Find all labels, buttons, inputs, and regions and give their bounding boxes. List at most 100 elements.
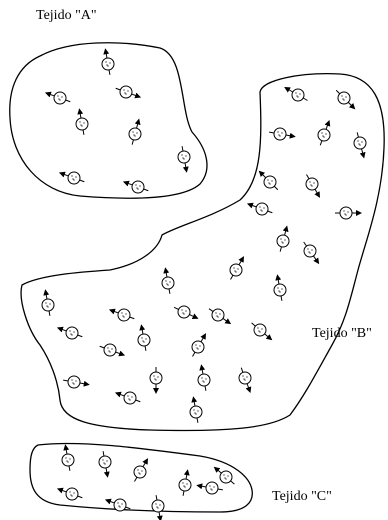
particle-dot xyxy=(259,331,260,332)
particle-dot xyxy=(279,291,280,292)
particle-dot xyxy=(260,209,261,210)
particle xyxy=(304,242,319,263)
spin-particle-icon xyxy=(162,277,174,289)
particle-dot xyxy=(233,267,234,268)
spin-particle-icon xyxy=(76,118,88,130)
spin-particle-icon xyxy=(220,471,232,483)
arrow-icon xyxy=(201,365,203,374)
particle xyxy=(150,367,162,393)
particle-dot xyxy=(156,506,157,507)
particle-dot xyxy=(217,316,218,317)
particle-dot xyxy=(118,505,119,506)
spin-particle-icon xyxy=(62,454,74,466)
particle-dot xyxy=(235,271,236,272)
particle-dot xyxy=(136,132,137,133)
particle-dot xyxy=(106,64,107,65)
particle-dot xyxy=(70,333,71,334)
particle xyxy=(124,181,148,193)
particle-dot xyxy=(308,251,309,252)
particle-dot xyxy=(358,143,359,144)
particle xyxy=(76,109,88,135)
particle-dot xyxy=(73,492,74,493)
arrow-icon xyxy=(116,352,124,355)
arrow-icon xyxy=(105,49,107,58)
particle-dot xyxy=(131,396,132,397)
particle-dot xyxy=(136,187,137,188)
particle xyxy=(116,392,140,404)
particle-dot xyxy=(309,252,310,253)
particle-dot xyxy=(277,131,278,132)
particle xyxy=(285,88,308,102)
particle-dot xyxy=(155,503,156,504)
particle-dot xyxy=(325,133,326,134)
spin-particle-icon xyxy=(230,264,242,276)
particle xyxy=(354,132,366,157)
particle xyxy=(58,488,82,500)
particle-dot xyxy=(357,140,358,141)
particle-dot xyxy=(111,348,112,349)
particle-dot xyxy=(202,380,203,381)
particle-group xyxy=(42,49,366,520)
spin-particle-icon xyxy=(134,466,146,478)
arrow-icon xyxy=(259,171,265,177)
tissue-b-label: Tejido "B" xyxy=(312,326,372,342)
spin-particle-icon xyxy=(150,372,162,384)
particle-dot xyxy=(282,242,283,243)
particle-dot xyxy=(142,340,143,341)
particle-dot xyxy=(58,98,59,99)
particle-dot xyxy=(261,210,262,211)
arrow-icon xyxy=(362,149,364,158)
arrow-icon xyxy=(313,256,318,263)
arrow-icon xyxy=(186,470,188,479)
particle-dot xyxy=(132,131,133,132)
spin-particle-icon xyxy=(129,128,141,140)
particle-dot xyxy=(75,176,76,177)
particle-dot xyxy=(137,188,138,189)
particle-dot xyxy=(128,398,129,399)
particle-dot xyxy=(263,207,264,208)
particle-dot xyxy=(69,330,70,331)
particle-dot xyxy=(121,503,122,504)
spin-particle-icon xyxy=(292,89,304,101)
spin-particle-icon xyxy=(340,207,352,219)
particle-dot xyxy=(65,457,66,458)
particle-dot xyxy=(108,350,109,351)
particle-dot xyxy=(343,99,344,100)
particle xyxy=(215,467,235,484)
spin-particle-icon xyxy=(212,309,224,321)
particle-dot xyxy=(69,491,70,492)
arrow-icon xyxy=(65,445,67,454)
particle-dot xyxy=(125,93,126,94)
arrow-icon xyxy=(58,489,66,492)
particle-dot xyxy=(195,344,196,345)
particle-dot xyxy=(143,341,144,342)
arrow-icon xyxy=(185,163,187,172)
spin-particle-icon xyxy=(318,129,330,141)
particle-dot xyxy=(311,185,312,186)
arrow-icon xyxy=(137,120,139,129)
particle-dot xyxy=(278,290,279,291)
particle-dot xyxy=(117,502,118,503)
particle-dot xyxy=(278,134,279,135)
particle xyxy=(274,275,286,301)
particle-dot xyxy=(59,99,60,100)
particle-dot xyxy=(347,211,348,212)
particle-dot xyxy=(195,413,196,414)
particle xyxy=(230,257,244,280)
particle-dot xyxy=(139,185,140,186)
spin-particle-icon xyxy=(132,181,144,193)
particle xyxy=(100,344,124,356)
particle-dot xyxy=(109,62,110,63)
spin-particle-icon xyxy=(239,372,251,384)
particle-dot xyxy=(66,460,67,461)
arrow-icon xyxy=(201,334,206,342)
arrow-icon xyxy=(348,102,354,108)
particle-dot xyxy=(182,312,183,313)
arrow-icon xyxy=(124,182,132,185)
particle-dot xyxy=(183,158,184,159)
particle-dot xyxy=(259,206,260,207)
particle-dot xyxy=(73,383,74,384)
arrow-icon xyxy=(265,334,272,340)
spin-particle-icon xyxy=(124,392,136,404)
particle-dot xyxy=(185,155,186,156)
